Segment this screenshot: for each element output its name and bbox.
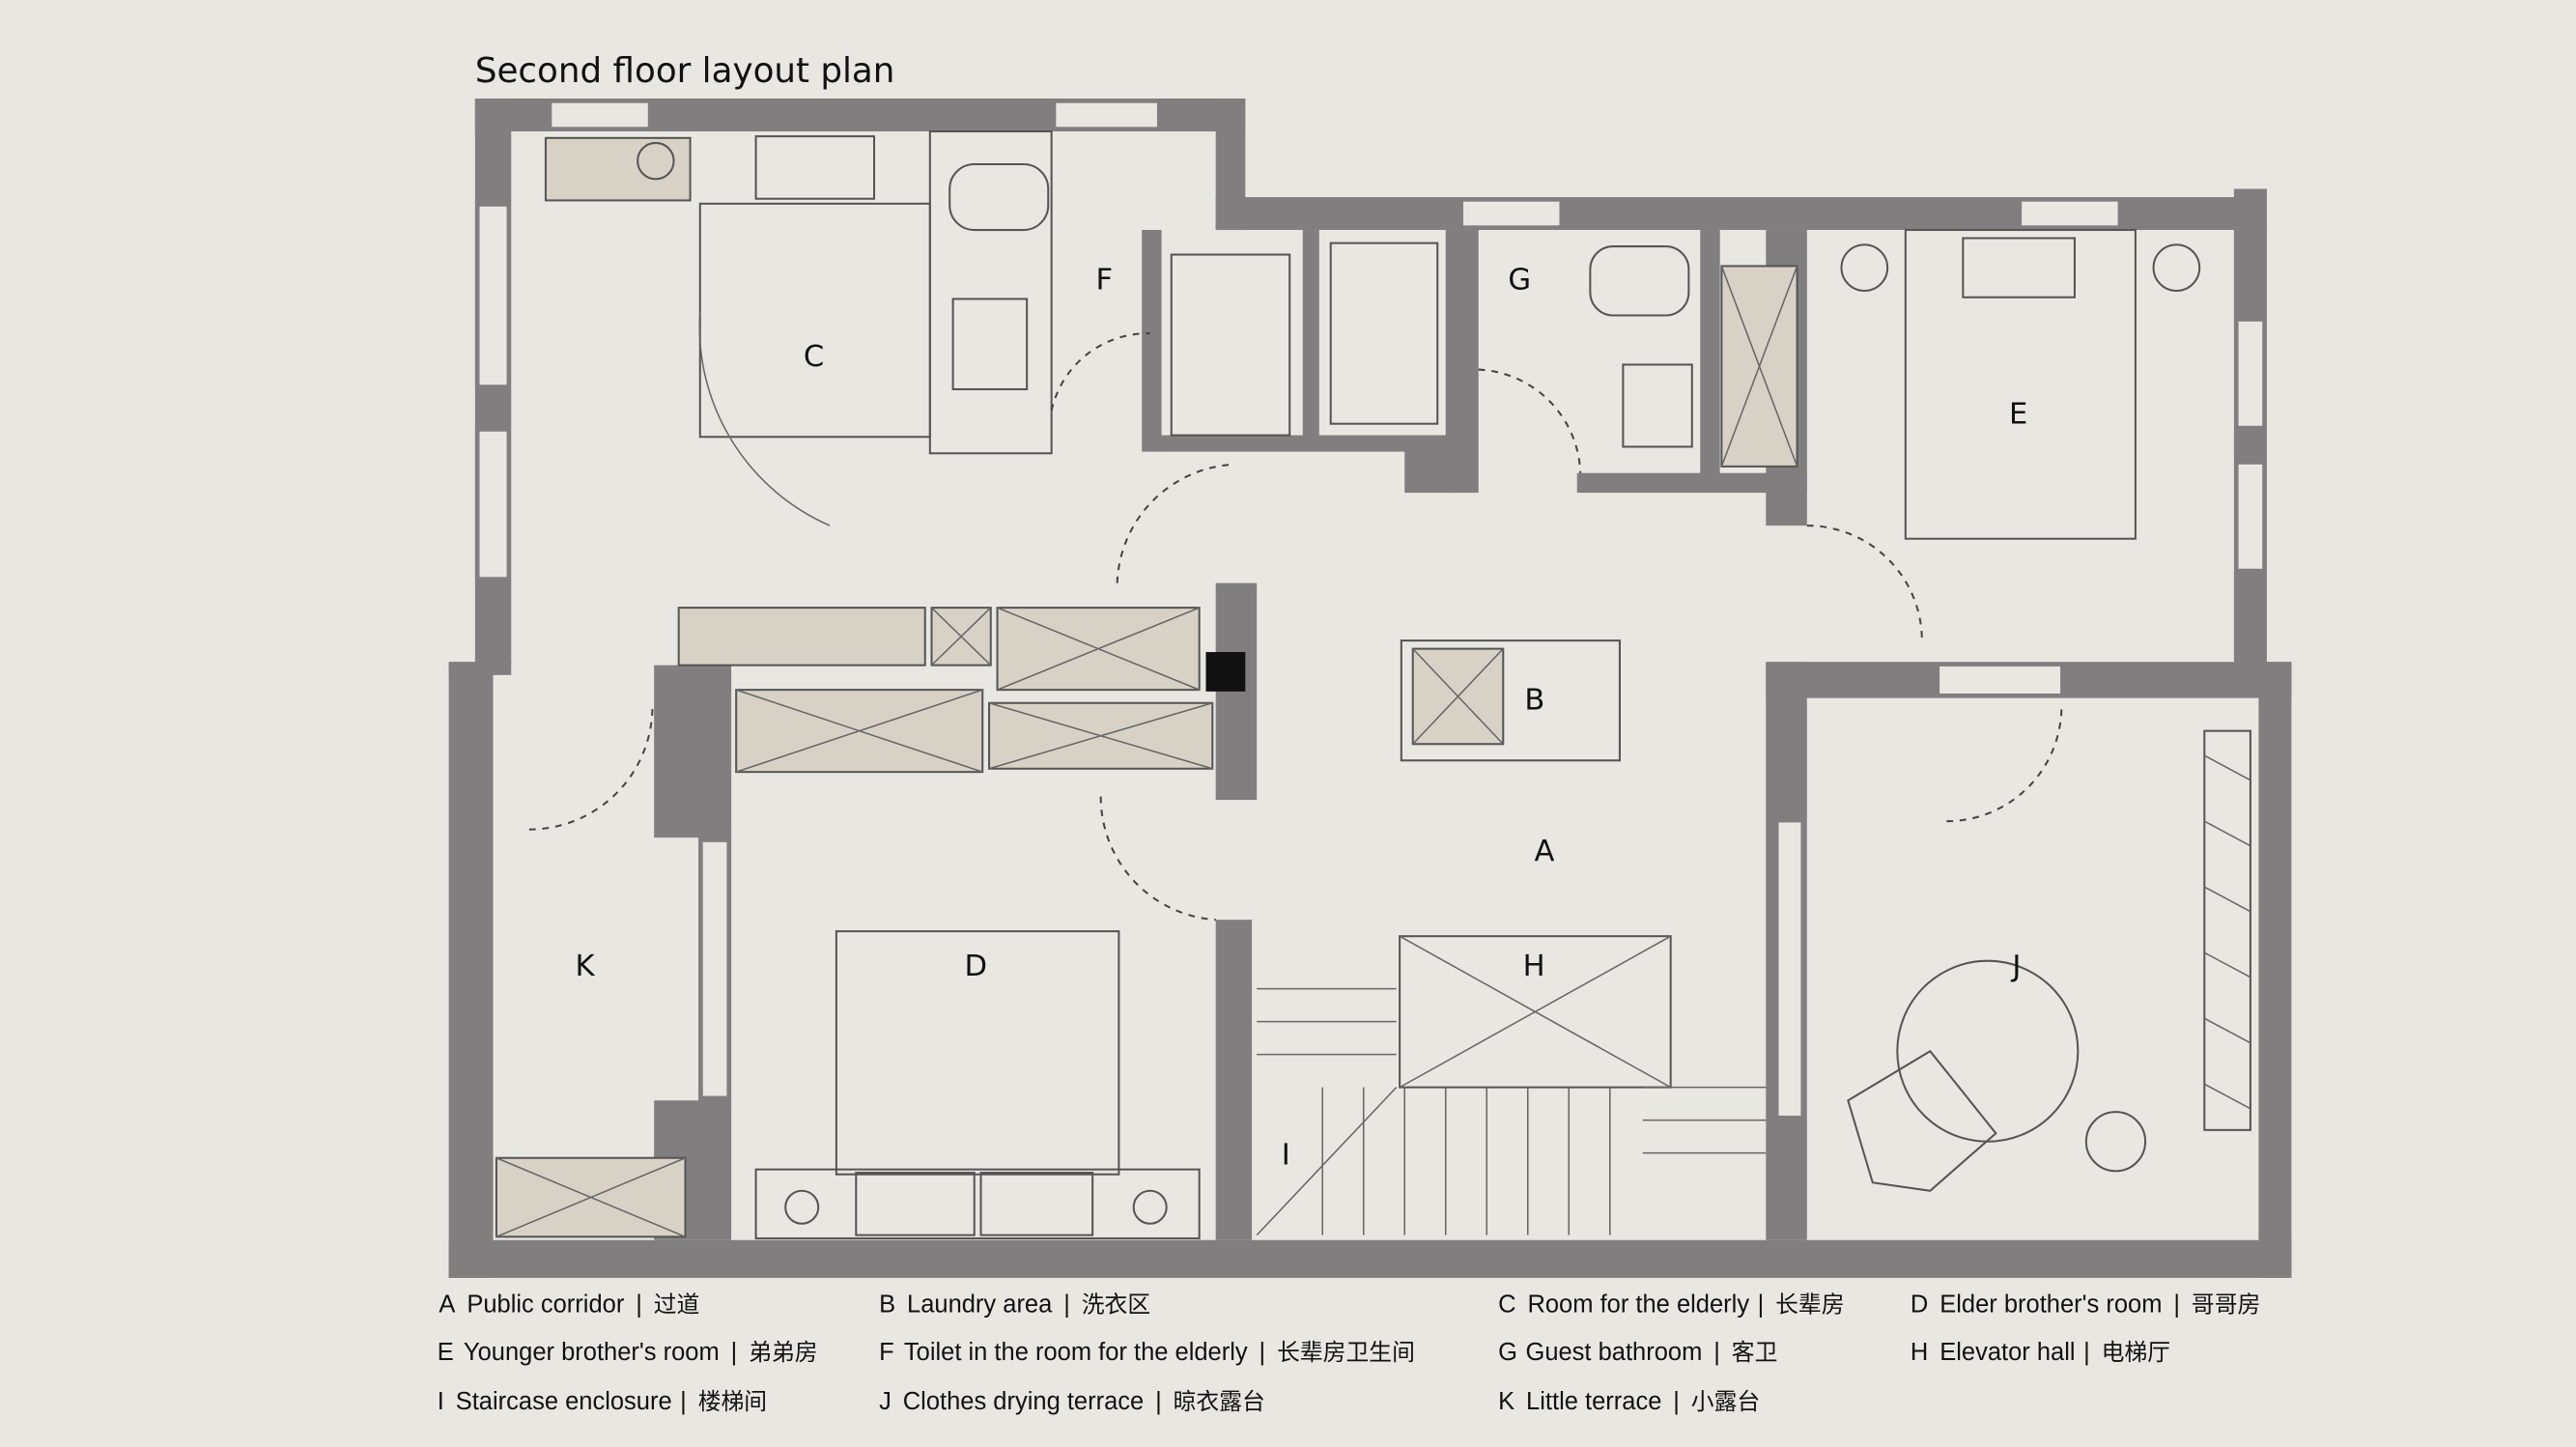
room-label-a: A [1535, 835, 1555, 868]
legend-separator: | [680, 1388, 687, 1415]
legend-chinese-label: 小露台 [1691, 1388, 1760, 1415]
legend-chinese-label: 弟弟房 [749, 1339, 817, 1366]
legend-item-c: C Room for the elderly | 长辈房 [1498, 1291, 1844, 1319]
legend-chinese-label: 晾衣露台 [1174, 1388, 1265, 1415]
legend-letter: I [438, 1388, 444, 1415]
legend-label: Elder brother's room [1939, 1291, 2162, 1319]
bed-c [698, 202, 931, 439]
legend-label: Toilet in the room for the elderly [904, 1339, 1248, 1366]
legend-separator: | [1758, 1291, 1765, 1319]
walls [448, 99, 2292, 1278]
legend-item-g: G Guest bathroom | 客卫 [1498, 1339, 1777, 1366]
desk-c [544, 136, 692, 202]
legend-item-b: B Laundry area | 洗衣区 [879, 1291, 1150, 1319]
legend-chinese-label: 楼梯间 [698, 1388, 767, 1415]
legend-separator: | [1260, 1339, 1266, 1366]
legend-item-e: E Younger brother's room | 弟弟房 [438, 1339, 818, 1366]
legend-letter: J [879, 1388, 892, 1415]
planter [2203, 729, 2251, 1131]
legend-letter: B [879, 1291, 895, 1319]
room-label-f: F [1096, 263, 1114, 297]
legend-label: Guest bathroom [1525, 1339, 1702, 1366]
legend-chinese-label: 过道 [654, 1291, 700, 1319]
legend-label: Clothes drying terrace [903, 1388, 1144, 1415]
legend-letter: C [1498, 1291, 1515, 1319]
room-labels: A B C D E F G H I J K [576, 263, 2028, 1172]
legend-item-f: F Toilet in the room for the elderly | 长辈房卫… [879, 1339, 1415, 1366]
legend-chinese-label: 哥哥房 [2192, 1291, 2260, 1319]
legend-separator: | [731, 1339, 738, 1366]
legend-letter: A [439, 1291, 455, 1319]
legend-chinese-label: 长辈房 [1775, 1291, 1844, 1319]
legend-item-j: J Clothes drying terrace | 晾衣露台 [879, 1388, 1265, 1415]
legend-item-a: A Public corridor | 过道 [439, 1291, 699, 1319]
legend-chinese-label: 电梯厅 [2102, 1339, 2170, 1366]
legend-item-i: I Staircase enclosure | 楼梯间 [438, 1388, 767, 1415]
legend-letter: F [879, 1339, 894, 1366]
legend-letter: D [1911, 1291, 1928, 1319]
legend-label: Public corridor [467, 1291, 624, 1319]
furniture [495, 130, 2251, 1240]
legend-letter: K [1498, 1388, 1514, 1415]
room-label-b: B [1524, 684, 1544, 718]
windows [476, 100, 2265, 1119]
legend-chinese-label: 洗衣区 [1082, 1291, 1150, 1319]
room-label-i: I [1282, 1139, 1290, 1173]
legend-separator: | [1713, 1339, 1720, 1366]
plan-title: Second floor layout plan [475, 51, 895, 91]
legend-item-k: K Little terrace | 小露台 [1498, 1388, 1760, 1415]
legend-separator: | [2083, 1339, 2090, 1366]
legend-label: Staircase enclosure [456, 1388, 672, 1415]
door-swings [528, 332, 2063, 922]
room-label-e: E [2009, 398, 2027, 432]
room-label-d: D [965, 950, 988, 983]
legend-label: Room for the elderly [1527, 1291, 1749, 1319]
legend-item-d: D Elder brother's room | 哥哥房 [1911, 1291, 2260, 1319]
legend-label: Younger brother's room [464, 1339, 720, 1366]
room-label-g: G [1508, 263, 1531, 297]
room-label-c: C [804, 340, 824, 374]
legend-separator: | [1673, 1388, 1680, 1415]
legend-chinese-label: 客卫 [1732, 1339, 1778, 1366]
legend-letter: H [1911, 1339, 1928, 1366]
legend-label: Little terrace [1526, 1388, 1661, 1415]
legend-label: Elevator hall [1939, 1339, 2075, 1366]
room-label-h: H [1523, 950, 1545, 983]
bed-e [1904, 229, 2137, 540]
legend-chinese-label: 长辈房卫生间 [1277, 1339, 1415, 1366]
legend-separator: | [1155, 1388, 1162, 1415]
bed-d [835, 930, 1120, 1176]
legend-separator: | [636, 1291, 642, 1319]
laundry-unit [1400, 639, 1621, 762]
legend-separator: | [1063, 1291, 1070, 1319]
legend-letter: G [1498, 1339, 1517, 1366]
room-label-j: J [2010, 950, 2021, 983]
legend-letter: E [438, 1339, 454, 1366]
pillow-c [754, 135, 876, 200]
legend-label: Laundry area [907, 1291, 1053, 1319]
legend-separator: | [2173, 1291, 2180, 1319]
legend-item-h: H Elevator hall | 电梯厅 [1911, 1339, 2170, 1366]
room-label-k: K [576, 950, 596, 983]
elevator [1399, 935, 1672, 1089]
